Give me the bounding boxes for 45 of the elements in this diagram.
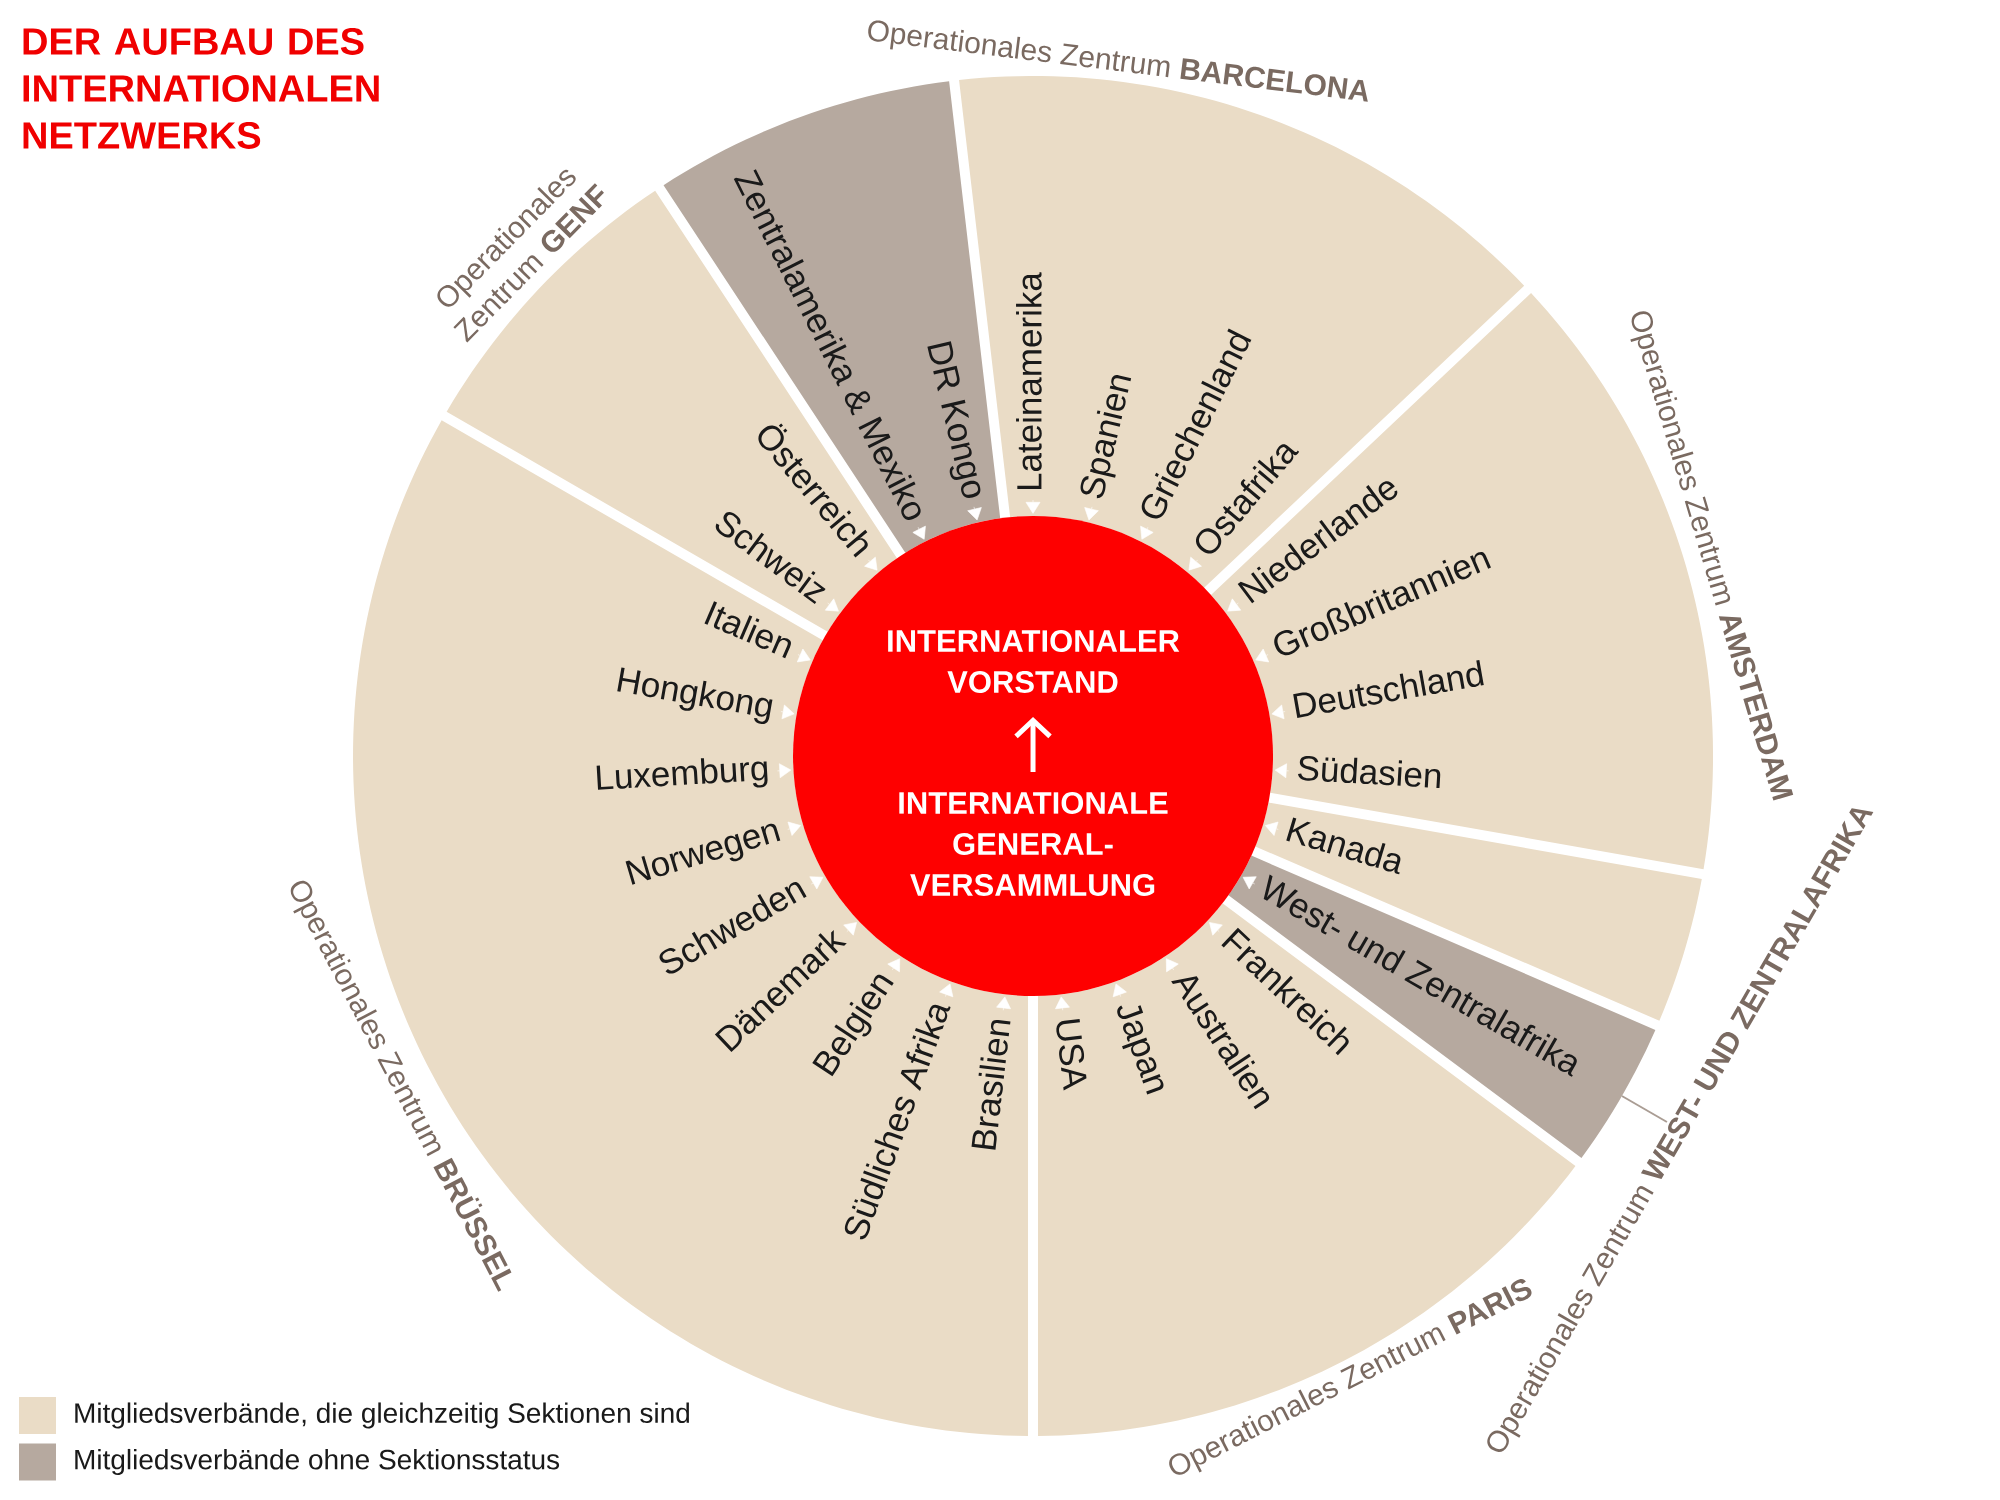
country-label: Luxemburg — [596, 758, 768, 790]
circle-label: INTERNATIONALER VORSTAND — [888, 630, 1180, 693]
country-label: Lateinamerika — [1016, 272, 1042, 490]
arrowhead — [1112, 983, 1127, 998]
country-label: USA — [1056, 1019, 1087, 1091]
arrowhead — [777, 763, 792, 779]
country-label: Südasien — [1298, 756, 1441, 789]
leader-line — [1620, 1095, 1668, 1123]
arrowhead — [1265, 821, 1279, 836]
arrowhead — [1242, 876, 1257, 890]
country-label: Brasilien — [971, 1019, 1011, 1150]
arrowhead — [1055, 996, 1070, 1011]
arrowhead — [996, 996, 1011, 1011]
country-label: Spanien — [1080, 375, 1132, 499]
arrowhead — [1274, 763, 1289, 779]
arrowhead — [780, 704, 795, 720]
arrowhead — [1084, 506, 1099, 521]
country-label: Hongkong — [617, 667, 773, 724]
arrowhead — [887, 958, 901, 973]
arrowhead — [1227, 598, 1241, 612]
arrowhead — [787, 821, 801, 836]
arrowhead — [825, 598, 839, 612]
circle-label: INTERNATIONALE GENERAL- VERSAMMLUNG — [899, 792, 1168, 896]
country-label: DR Kongo — [927, 341, 981, 498]
arrowhead — [809, 876, 824, 890]
arrowhead — [1166, 958, 1179, 973]
arrowhead — [843, 922, 857, 936]
legend-label: Mitgliedsverbände ohne Sektionsstatus — [75, 1448, 560, 1476]
arrowhead — [1025, 499, 1041, 514]
arrowhead — [1255, 648, 1270, 663]
arrowhead — [1140, 525, 1154, 540]
arrowhead — [1188, 556, 1202, 571]
arrowhead — [967, 506, 982, 521]
legend-label: Mitgliedsverbände, die gleichzeitig Sektionen sind — [75, 1402, 689, 1429]
title: DER AUFBAU DES INTERNATIONALEN NETZWERKS — [23, 28, 379, 149]
arrowhead — [1209, 922, 1223, 936]
arrowhead — [939, 983, 954, 998]
country-label: Kanada — [1286, 817, 1401, 875]
arrowhead — [797, 648, 811, 663]
country-label: Deutschland — [1293, 660, 1484, 718]
arrowhead — [864, 556, 878, 571]
country-label: Japan — [1117, 1005, 1164, 1095]
arrowhead — [912, 525, 926, 540]
sector-heading: Operationales Zentrum BARCELONA — [868, 20, 1368, 102]
arrowhead — [1271, 704, 1286, 720]
